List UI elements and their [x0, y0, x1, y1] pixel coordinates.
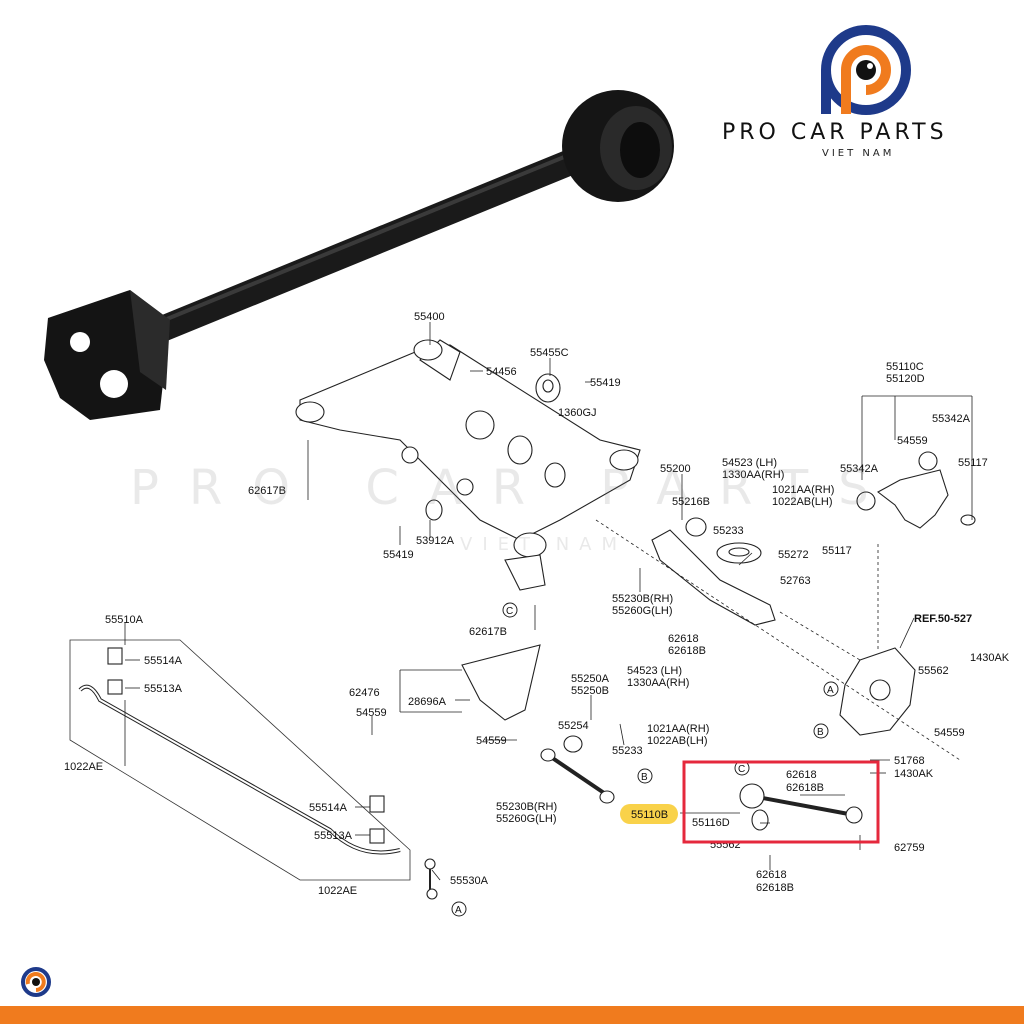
label-62618-bottom: 62618 [756, 869, 787, 881]
highlighted-part-number: 55110B [631, 809, 668, 821]
label-55200: 55200 [660, 463, 691, 475]
label-1330AA-rh-lower: 1330AA(RH) [627, 677, 689, 689]
label-62617B-center: 62617B [469, 626, 507, 638]
label-62618-mid: 62618 [668, 633, 699, 645]
highlight-box [682, 760, 880, 844]
label-55400: 55400 [414, 311, 445, 323]
label-1022AB-lh-lower: 1022AB(LH) [647, 735, 708, 747]
reference-circles: C A B C B C A [451, 602, 839, 917]
label-55419-top: 55419 [590, 377, 621, 389]
subframe-drawing [295, 339, 641, 591]
label-55230B-rh-upper: 55230B(RH) [612, 593, 673, 605]
label-52763: 52763 [780, 575, 811, 587]
trailing-arm-photo [44, 90, 674, 420]
label-55514A-right: 55514A [309, 802, 348, 814]
label-55510A: 55510A [105, 614, 144, 626]
label-62759: 62759 [894, 842, 925, 854]
label-55562-upper: 55562 [918, 665, 949, 677]
label-55513A-right: 55513A [314, 830, 353, 842]
label-55419-bottom: 55419 [383, 549, 414, 561]
label-54523-lh-lower: 54523 (LH) [627, 665, 682, 677]
label-1022AE-left: 1022AE [64, 761, 103, 773]
label-62618-box: 62618 [786, 769, 817, 781]
label-1022AE-right: 1022AE [318, 885, 357, 897]
ref-label: REF.50-527 [914, 613, 972, 625]
label-54523-lh-upper: 54523 (LH) [722, 457, 777, 469]
label-55513A-left: 55513A [144, 683, 183, 695]
stabilizer-bar-drawing [69, 639, 438, 900]
upper-arm-drawing [856, 451, 976, 529]
label-55342A-upper: 55342A [932, 413, 971, 425]
ref-circle-b-2: B [637, 768, 653, 784]
label-55230B-rh-lower: 55230B(RH) [496, 801, 557, 813]
svg-text:A: A [827, 685, 834, 696]
label-1022AB-lh-upper: 1022AB(LH) [772, 496, 833, 508]
label-62617B-left: 62617B [248, 485, 286, 497]
label-55216B: 55216B [672, 496, 710, 508]
label-62476: 62476 [349, 687, 380, 699]
label-62618B-mid: 62618B [668, 645, 706, 657]
label-55250A: 55250A [571, 673, 610, 685]
ref-circle-a-1: A [823, 681, 839, 697]
bracket-drawing [461, 644, 541, 721]
watermark: PRO CAR PARTS [130, 460, 899, 516]
label-1021AA-rh-lower: 1021AA(RH) [647, 723, 709, 735]
label-55233-lower: 55233 [612, 745, 643, 757]
label-55342A-lower: 55342A [840, 463, 879, 475]
svg-text:C: C [738, 764, 745, 775]
leader-lines [124, 322, 973, 881]
ref-circle-c-1: C [502, 602, 518, 618]
label-1430AK-lower: 1430AK [894, 768, 934, 780]
label-55272: 55272 [778, 549, 809, 561]
label-1330AA-rh-upper: 1330AA(RH) [722, 469, 784, 481]
label-1430AK-upper: 1430AK [970, 652, 1010, 664]
label-62618B-bottom: 62618B [756, 882, 794, 894]
ref-circle-a-2: A [451, 901, 467, 917]
label-55117-right: 55117 [958, 457, 988, 469]
svg-text:B: B [641, 772, 648, 783]
part-labels: 55400 54456 55455C 55419 1360GJ 62617B 5… [64, 311, 1010, 897]
label-54559-upper: 54559 [897, 435, 928, 447]
watermark-sub: VIET NAM [460, 534, 628, 555]
label-51768: 51768 [894, 755, 925, 767]
label-54456: 54456 [486, 366, 517, 378]
label-55110C: 55110C [886, 361, 924, 373]
label-55120D: 55120D [886, 373, 925, 385]
brand-logo [821, 25, 911, 115]
label-55250B: 55250B [571, 685, 609, 697]
svg-text:A: A [455, 905, 462, 916]
highlight-group: 55110B [620, 760, 880, 844]
label-55514A-left: 55514A [144, 655, 183, 667]
small-logo [21, 967, 51, 997]
label-55260G-lh-upper: 55260G(LH) [612, 605, 673, 617]
knuckle-drawing [839, 647, 916, 736]
label-1021AA-rh-upper: 1021AA(RH) [772, 484, 834, 496]
ref-circle-b-1: B [813, 723, 829, 739]
brand-name: PRO CAR PARTS [722, 120, 948, 145]
label-28696A: 28696A [408, 696, 447, 708]
label-55117-left: 55117 [822, 545, 852, 557]
label-54559-knuckle: 54559 [934, 727, 965, 739]
label-54559-center: 54559 [476, 735, 507, 747]
svg-text:C: C [506, 606, 513, 617]
bottom-accent-bar [0, 1006, 1024, 1024]
brand-subtitle: VIET NAM [822, 148, 895, 159]
label-53912A: 53912A [416, 535, 455, 547]
label-55233-upper: 55233 [713, 525, 744, 537]
label-55254: 55254 [558, 720, 589, 732]
label-54559-bracket: 54559 [356, 707, 387, 719]
label-62618B-box: 62618B [786, 782, 824, 794]
label-55530A: 55530A [450, 875, 489, 887]
part-tag-bg [620, 804, 678, 824]
label-55260G-lh-lower: 55260G(LH) [496, 813, 557, 825]
label-1360GJ: 1360GJ [558, 407, 597, 419]
highlighted-trailing-arm-drawing [739, 783, 863, 831]
label-55116D: 55116D [692, 817, 730, 829]
svg-text:B: B [817, 727, 824, 738]
label-55455C: 55455C [530, 347, 569, 359]
toe-link-drawing [540, 735, 615, 804]
